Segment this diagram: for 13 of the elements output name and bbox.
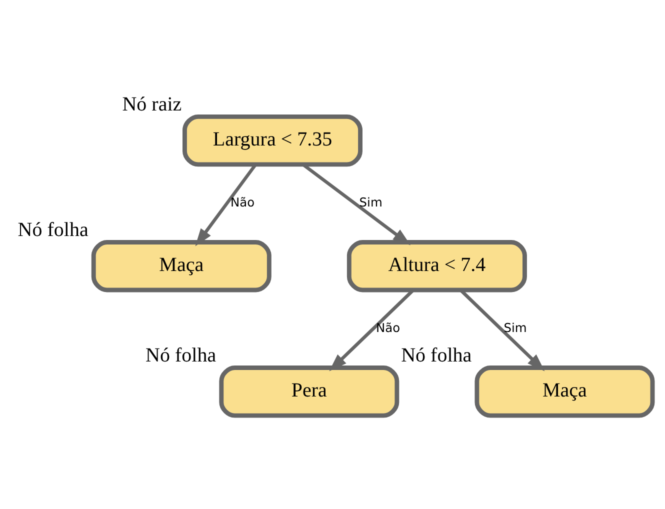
- node-label: Nó folha: [18, 218, 88, 240]
- node-label: Nó folha: [401, 344, 472, 366]
- node-box: Altura < 7.4: [346, 240, 527, 292]
- edge-label: Sim: [504, 320, 527, 334]
- node-box: Largura < 7.35: [182, 114, 362, 166]
- node-box: Maça: [474, 365, 655, 418]
- node-label: Nó folha: [146, 344, 216, 366]
- edge-label: Não: [376, 320, 400, 334]
- edge-label: Sim: [359, 194, 382, 209]
- node-label: Nó raiz: [122, 92, 182, 115]
- edge-label: Não: [230, 194, 255, 209]
- node-box: Pera: [219, 365, 400, 418]
- node-box: Maça: [91, 240, 272, 292]
